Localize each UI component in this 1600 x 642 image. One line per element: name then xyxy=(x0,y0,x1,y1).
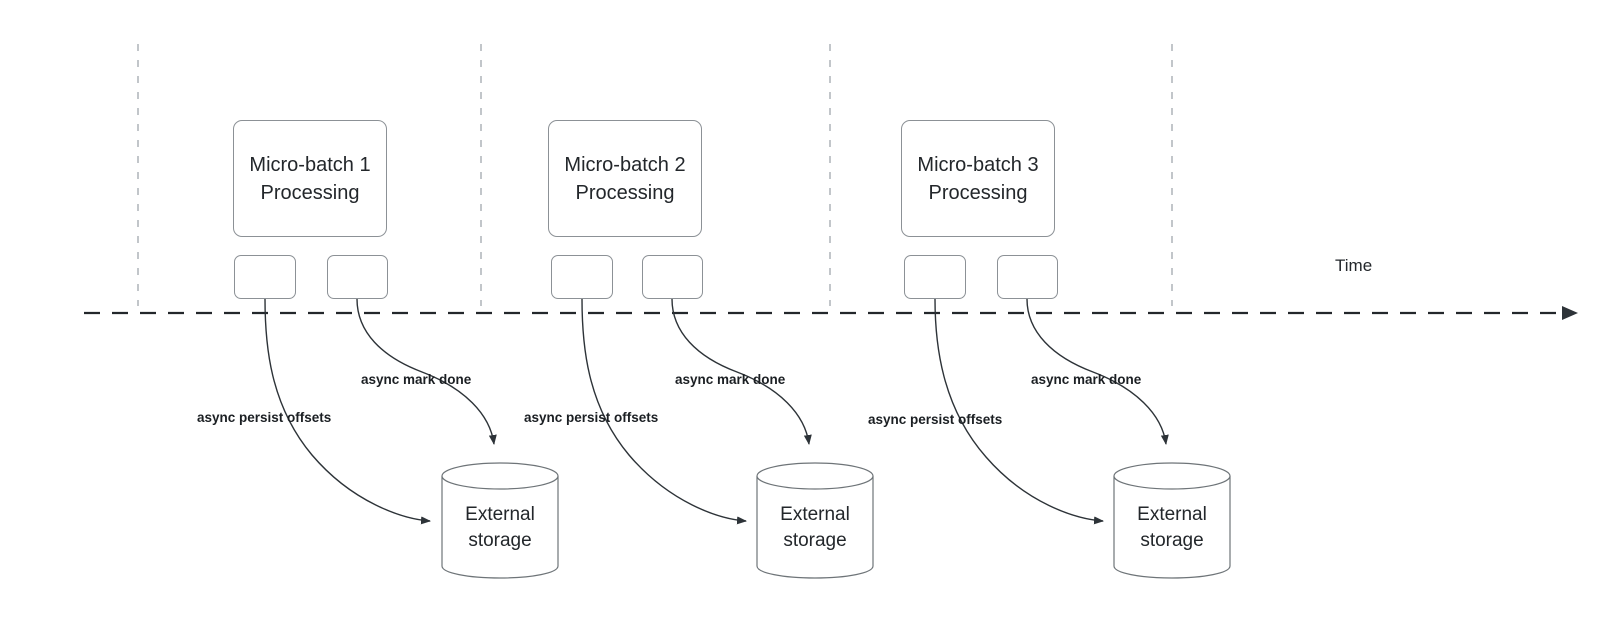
edge-label-persist-offsets-2: async persist offsets xyxy=(524,410,659,425)
micro-batch-2-task-a[interactable] xyxy=(551,255,613,299)
timeline-axis xyxy=(84,306,1578,320)
micro-batch-3-box[interactable]: Micro-batch 3 Processing xyxy=(901,120,1055,237)
edge-label-persist-offsets-3: async persist offsets xyxy=(868,412,1003,427)
micro-batch-2-task-b[interactable] xyxy=(642,255,703,299)
edge-label-mark-done-2: async mark done xyxy=(675,372,786,387)
connector-mark-done-1 xyxy=(356,298,497,445)
boundary-lines xyxy=(137,44,1173,306)
micro-batch-1-title-line1: Micro-batch 1 xyxy=(249,153,371,176)
micro-batch-3-title-line2: Processing xyxy=(928,181,1028,204)
edge-label-mark-done-1: async mark done xyxy=(361,372,472,387)
edge-label-persist-offsets-1: async persist offsets xyxy=(197,410,332,425)
connector-persist-offsets-3 xyxy=(934,298,1104,525)
micro-batch-1-title-line2: Processing xyxy=(260,181,360,204)
micro-batch-2-title-line1: Micro-batch 2 xyxy=(564,153,686,176)
micro-batch-1-task-b[interactable] xyxy=(327,255,388,299)
edge-label-mark-done-3: async mark done xyxy=(1031,372,1142,387)
micro-batch-3-title-line1: Micro-batch 3 xyxy=(917,153,1039,176)
connectors xyxy=(264,298,1169,525)
timeline-arrowhead-icon xyxy=(1562,306,1578,320)
connector-mark-done-2 xyxy=(671,298,812,445)
micro-batch-2-title-line2: Processing xyxy=(575,181,675,204)
micro-batch-1-task-a[interactable] xyxy=(234,255,296,299)
storage-cylinder-1 xyxy=(441,462,559,579)
connector-persist-offsets-1 xyxy=(264,298,431,525)
micro-batch-3-task-b[interactable] xyxy=(997,255,1058,299)
connector-mark-done-3 xyxy=(1026,298,1169,445)
micro-batch-3-task-a[interactable] xyxy=(904,255,966,299)
timeline-label: Time xyxy=(1335,256,1373,275)
connector-persist-offsets-2 xyxy=(581,298,747,525)
storage-cylinder-2 xyxy=(756,462,874,579)
micro-batch-2-box[interactable]: Micro-batch 2 Processing xyxy=(548,120,702,237)
micro-batch-1-box[interactable]: Micro-batch 1 Processing xyxy=(233,120,387,237)
storage-cylinder-3 xyxy=(1113,462,1231,579)
